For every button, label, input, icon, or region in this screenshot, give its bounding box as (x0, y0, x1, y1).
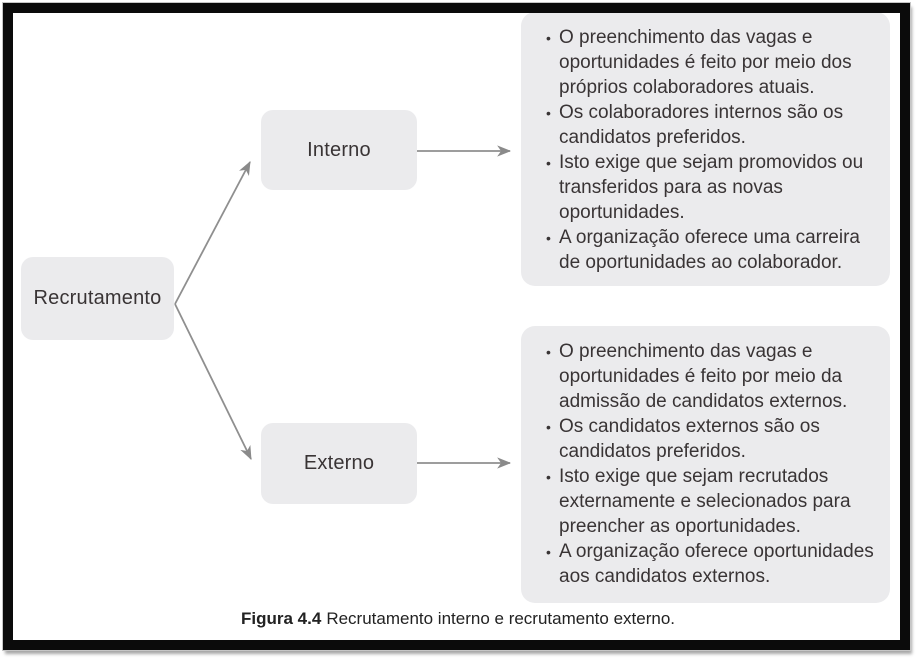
panel-externo-details: O preenchimento das vagas e oportunidade… (521, 326, 890, 603)
bullet-item: O preenchimento das vagas e oportunidade… (545, 25, 878, 100)
interno-bullet-list: O preenchimento das vagas e oportunidade… (545, 25, 878, 275)
figure-caption-text: Recrutamento interno e recrutamento exte… (326, 609, 675, 628)
bullet-item: A organização oferece oportunidades aos … (545, 539, 878, 589)
figure-caption-label: Figura 4.4 (241, 609, 322, 628)
bullet-item: Isto exige que sejam promovidos ou trans… (545, 150, 878, 225)
bullet-item: Isto exige que sejam recrutados externam… (545, 464, 878, 539)
bullet-item: Os colaboradores internos são os candida… (545, 100, 878, 150)
bullet-item: A organização oferece uma carreira de op… (545, 225, 878, 275)
node-externo: Externo (261, 423, 417, 504)
arrow-root-to-externo (174, 303, 252, 461)
arrow-root-to-interno (174, 161, 251, 305)
externo-bullet-list: O preenchimento das vagas e oportunidade… (545, 339, 878, 589)
node-recrutamento: Recrutamento (21, 257, 174, 340)
bullet-item: Os candidatos externos são os candidatos… (545, 414, 878, 464)
bullet-item: O preenchimento das vagas e oportunidade… (545, 339, 878, 414)
node-interno: Interno (261, 110, 417, 190)
panel-interno-details: O preenchimento das vagas e oportunidade… (521, 12, 890, 286)
